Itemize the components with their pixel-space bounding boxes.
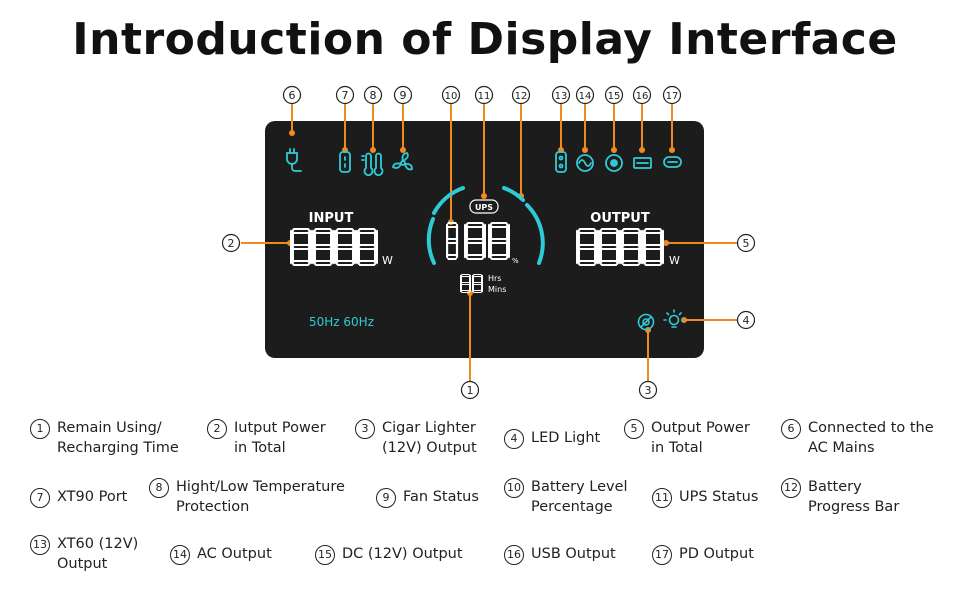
sine-wave-icon: [576, 154, 594, 172]
callout-circle-10: 10: [441, 85, 461, 105]
legend-item-13: 13 XT60 (12V) Output: [30, 534, 138, 574]
output-watt-unit: W: [669, 254, 680, 267]
bulb-icon: [663, 309, 685, 328]
legend-item-10: 10 Battery Level Percentage: [504, 477, 628, 517]
legend-item-7: 7 XT90 Port: [30, 487, 127, 508]
plug-icon: [286, 148, 302, 172]
callout-circle-14: 14: [575, 85, 595, 105]
callout-circle-6: 6: [282, 85, 302, 105]
output-label: OUTPUT: [590, 211, 650, 226]
callout-lines: [241, 103, 737, 381]
callout-circle-2: 2: [221, 233, 241, 253]
svg-text:UPS: UPS: [475, 203, 493, 212]
fan-icon: [391, 152, 413, 171]
legend-item-2: 2 Iutput Power in Total: [207, 418, 326, 458]
callout-circle-1: 1: [460, 380, 480, 400]
legend-item-16: 16 USB Output: [504, 544, 616, 565]
svg-text:9: 9: [400, 89, 407, 102]
callout-circle-15: 15: [604, 85, 624, 105]
svg-text:10: 10: [445, 91, 458, 102]
callout-circle-7: 7: [335, 85, 355, 105]
legend-item-6: 6 Connected to the AC Mains: [781, 418, 934, 458]
legend-item-14: 14 AC Output: [170, 544, 272, 565]
callout-circle-3: 3: [638, 380, 658, 400]
svg-text:11: 11: [478, 91, 491, 102]
display-diagram: 6 7 8 9 10 11 12 13 14 15 16 17 2 5 4 1 …: [221, 85, 756, 400]
callout-circle-13: 13: [551, 85, 571, 105]
legend-item-4: 4 LED Light: [504, 428, 600, 449]
legend-item-9: 9 Fan Status: [376, 487, 479, 508]
callout-circle-16: 16: [632, 85, 652, 105]
page-title: Introduction of Display Interface: [72, 14, 898, 65]
legend-item-5: 5 Output Power in Total: [624, 418, 750, 458]
legend-item-11: 11 UPS Status: [652, 487, 758, 508]
thermometer-icon: [361, 152, 384, 177]
xt60-icon: [555, 151, 567, 173]
svg-text:2: 2: [228, 237, 235, 250]
svg-text:14: 14: [579, 91, 592, 102]
usb-icon: [633, 157, 652, 169]
svg-text:16: 16: [636, 91, 649, 102]
hrs-label: Hrs: [488, 274, 501, 283]
input-watt-unit: W: [382, 254, 393, 267]
cigar-lighter-icon: [637, 313, 655, 331]
input-label: INPUT: [309, 211, 354, 226]
ups-badge: UPS: [469, 199, 499, 214]
legend-item-1: 1 Remain Using/ Recharging Time: [30, 418, 179, 458]
callout-circle-9: 9: [393, 85, 413, 105]
callout-circle-5: 5: [736, 233, 756, 253]
svg-text:7: 7: [342, 89, 349, 102]
dc-circle-icon: [605, 154, 623, 172]
svg-text:4: 4: [743, 314, 750, 327]
legend-item-12: 12 Battery Progress Bar: [781, 477, 899, 517]
callout-circle-17: 17: [662, 85, 682, 105]
callout-circle-8: 8: [363, 85, 383, 105]
svg-text:6: 6: [289, 89, 296, 102]
legend-item-8: 8 Hight/Low Temperature Protection: [149, 477, 345, 517]
svg-text:8: 8: [370, 89, 377, 102]
svg-text:15: 15: [608, 91, 621, 102]
battery-progress-bar: [426, 186, 545, 265]
svg-text:12: 12: [515, 91, 528, 102]
callout-circle-12: 12: [511, 85, 531, 105]
legend-item-17: 17 PD Output: [652, 544, 754, 565]
percent-unit: %: [512, 257, 519, 265]
svg-text:13: 13: [555, 91, 568, 102]
callout-circle-11: 11: [474, 85, 494, 105]
mins-label: Mins: [488, 285, 506, 294]
svg-text:3: 3: [645, 384, 652, 397]
svg-text:17: 17: [666, 91, 679, 102]
legend-item-15: 15 DC (12V) Output: [315, 544, 463, 565]
callout-circle-4: 4: [736, 310, 756, 330]
xt90-port-icon: [339, 151, 351, 173]
svg-text:5: 5: [743, 237, 750, 250]
frequency-label: 50Hz 60Hz: [309, 315, 374, 329]
svg-text:1: 1: [467, 384, 474, 397]
pd-icon: [663, 156, 682, 168]
legend-item-3: 3 Cigar Lighter (12V) Output: [355, 418, 477, 458]
